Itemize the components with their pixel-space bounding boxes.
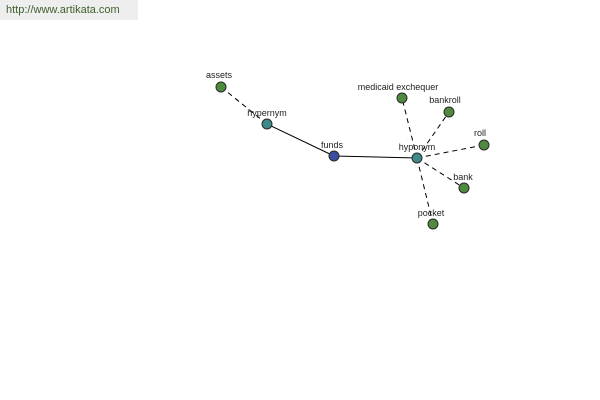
node-assets[interactable]: assets <box>206 70 233 93</box>
nodes-layer: funds hypernym hyponym assets medicaid e… <box>206 70 490 230</box>
node-label-pocket: pocket <box>418 208 445 218</box>
node-label-medicaid-exchequer: medicaid exchequer <box>358 82 439 92</box>
edge-hyponym-roll <box>416 144 485 159</box>
node-label-bank: bank <box>453 172 473 182</box>
node-label-bankroll: bankroll <box>429 95 461 105</box>
node-label-hyponym: hyponym <box>399 142 436 152</box>
node-hyponym[interactable]: hyponym <box>399 142 436 164</box>
node-dot-pocket[interactable] <box>427 218 439 230</box>
edge-hyponym-medicaid <box>401 97 418 159</box>
node-funds[interactable]: funds <box>321 140 344 162</box>
node-bankroll[interactable]: bankroll <box>429 95 461 118</box>
edge-hyponym-pocket <box>416 157 434 225</box>
source-url[interactable]: http://www.artikata.com <box>0 0 138 20</box>
node-dot-hyponym[interactable] <box>411 152 423 164</box>
node-label-assets: assets <box>206 70 233 80</box>
node-medicaid-exchequer[interactable]: medicaid exchequer <box>358 82 439 104</box>
edge-hyponym-bank <box>416 157 465 189</box>
node-bank[interactable]: bank <box>453 172 473 194</box>
edge-hyponym-bankroll <box>416 111 450 159</box>
node-label-roll: roll <box>474 128 486 138</box>
edges-layer <box>220 86 485 225</box>
node-dot-hypernym[interactable] <box>261 118 273 130</box>
edge-hypernym-assets <box>220 86 268 125</box>
node-label-hypernym: hypernym <box>247 108 287 118</box>
node-dot-bank[interactable] <box>458 182 470 194</box>
node-dot-funds[interactable] <box>328 150 340 162</box>
edge-funds-hypernym <box>266 123 335 157</box>
node-pocket[interactable]: pocket <box>418 208 445 230</box>
edge-funds-hyponym <box>333 155 418 159</box>
node-dot-roll[interactable] <box>478 139 490 151</box>
node-label-funds: funds <box>321 140 344 150</box>
node-dot-bankroll[interactable] <box>443 106 455 118</box>
node-roll[interactable]: roll <box>474 128 490 151</box>
node-hypernym[interactable]: hypernym <box>247 108 287 130</box>
node-dot-medicaid-exchequer[interactable] <box>396 92 408 104</box>
node-dot-assets[interactable] <box>215 81 227 93</box>
